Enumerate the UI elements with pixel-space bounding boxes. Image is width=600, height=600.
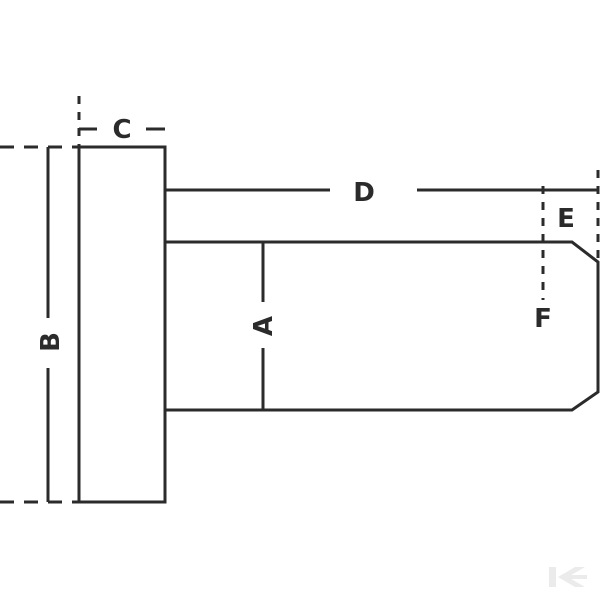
k-logo-icon (549, 567, 587, 587)
label-f: F (534, 304, 552, 334)
pin-head-outline (77, 145, 167, 504)
label-d: D (353, 178, 375, 208)
label-c: C (112, 115, 131, 145)
label-a: A (249, 316, 279, 336)
pin-shaft-outline (165, 240, 600, 412)
label-b: B (36, 332, 66, 352)
label-e: E (557, 204, 575, 234)
